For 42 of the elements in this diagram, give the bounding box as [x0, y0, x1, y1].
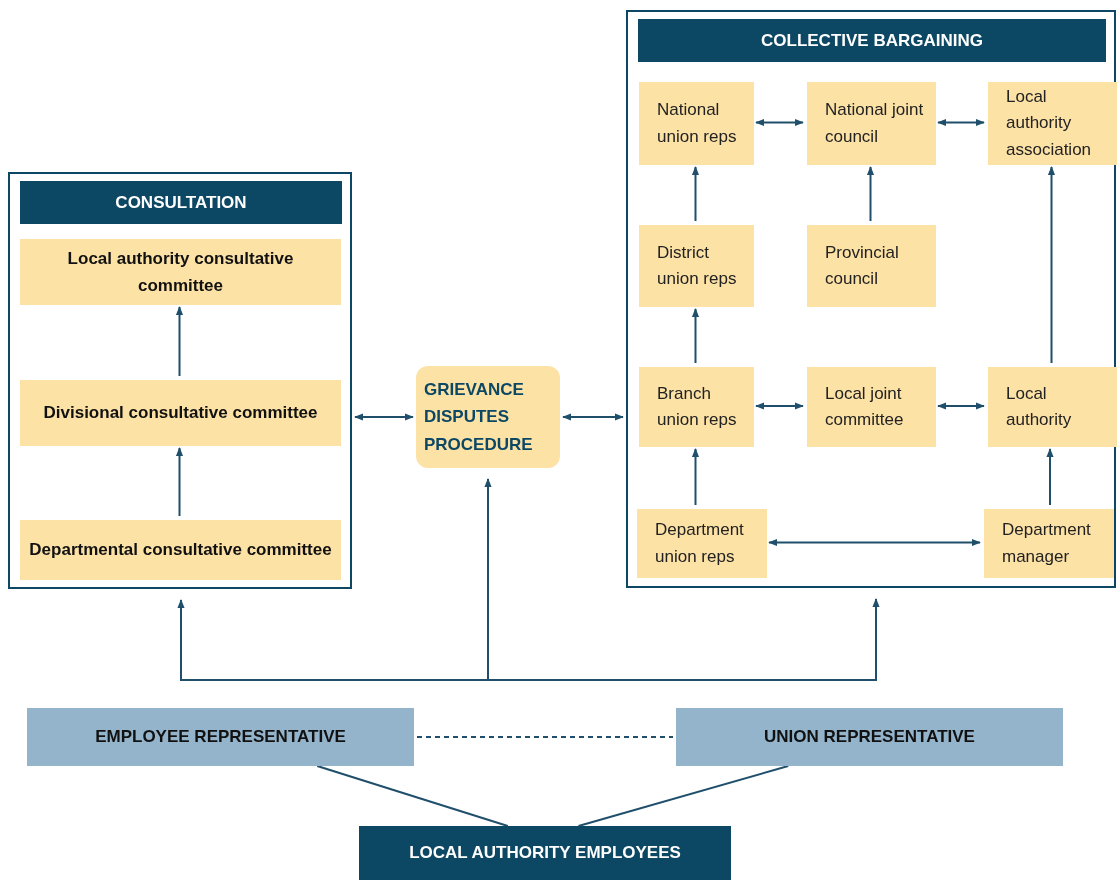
arrow — [866, 166, 875, 222]
arrow — [175, 306, 184, 377]
body-box: Local joint committee — [807, 367, 936, 447]
arrow — [691, 308, 700, 364]
panel-heading: CONSULTATION — [20, 181, 342, 224]
body-box: Local authority — [988, 367, 1117, 447]
body-box: Department manager — [984, 509, 1114, 578]
arrow — [175, 447, 184, 517]
body-box: National union reps — [639, 82, 754, 165]
panel-frame — [8, 172, 352, 589]
arrow — [768, 538, 981, 547]
committee-box: Local authority consultative committee — [20, 239, 341, 305]
body-box: Branch union reps — [639, 367, 754, 447]
connector-line — [577, 765, 790, 827]
body-box: National joint council — [807, 82, 936, 165]
arrow — [177, 599, 489, 681]
panel-frame — [626, 10, 1116, 588]
arrow — [691, 448, 700, 506]
body-box: Local authority association — [988, 82, 1117, 165]
committee-box: Departmental consultative committee — [20, 520, 341, 580]
arrow — [1046, 448, 1054, 506]
panel-heading: COLLECTIVE BARGAINING — [638, 19, 1106, 62]
arrow — [1047, 166, 1056, 364]
arrow — [937, 402, 985, 410]
arrow — [354, 413, 414, 421]
arrow — [937, 118, 985, 127]
arrow — [484, 478, 492, 681]
arrow — [755, 118, 804, 127]
arrow — [691, 166, 700, 222]
body-box: Department union reps — [637, 509, 767, 578]
connector-line — [416, 736, 674, 738]
arrow — [487, 598, 880, 681]
body-box: District union reps — [639, 225, 754, 307]
employees-box: LOCAL AUTHORITY EMPLOYEES — [359, 826, 731, 880]
arrow — [755, 402, 804, 410]
representative-box: UNION REPRESENTATIVE — [676, 708, 1063, 766]
body-box: Provincial council — [807, 225, 936, 307]
representative-box: EMPLOYEE REPRESENTATIVE — [27, 708, 414, 766]
procedure-box: GRIEVANCE DISPUTES PROCEDURE — [416, 366, 560, 468]
committee-box: Divisional consultative committee — [20, 380, 341, 446]
arrow — [562, 413, 624, 421]
connector-line — [316, 765, 509, 827]
